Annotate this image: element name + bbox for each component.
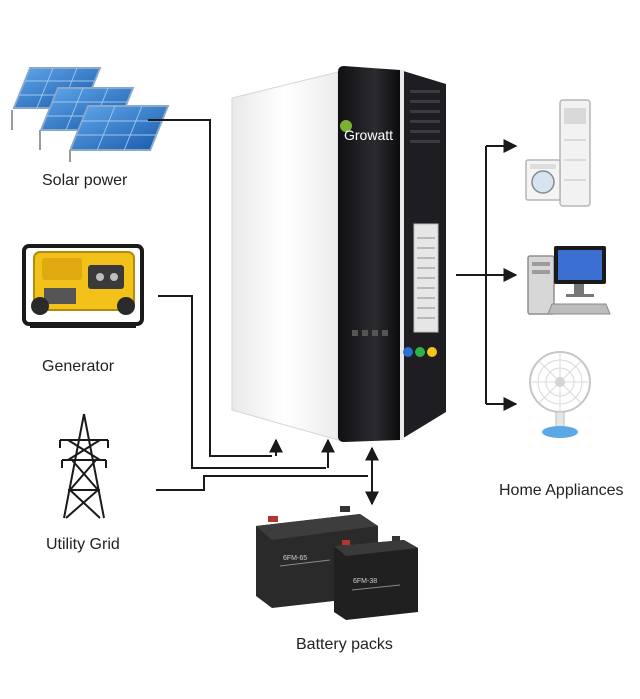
inverter-brand-label: Growatt (344, 127, 393, 143)
solar-panels-icon (11, 67, 170, 162)
source-connectors (148, 119, 368, 491)
battery-large-model: 6FM-65 (283, 555, 307, 562)
computer-icon (527, 246, 611, 315)
washing-machine-icon (525, 159, 561, 201)
battery-small-model: 6FM-38 (353, 578, 377, 585)
output-connectors (456, 146, 487, 404)
home-appliances-label: Home Appliances (499, 482, 624, 499)
generator-icon (22, 244, 144, 328)
battery-pack-small-icon: 6FM-38 (334, 536, 418, 620)
utility-tower-icon (59, 413, 109, 519)
utility-grid-label: Utility Grid (46, 536, 120, 553)
air-conditioner-icon (559, 99, 591, 207)
solar-power-label: Solar power (42, 172, 128, 189)
generator-label: Generator (42, 358, 115, 375)
battery-packs-label: Battery packs (296, 636, 393, 653)
inverter-unit: Growatt (231, 66, 446, 442)
electric-fan-icon (529, 351, 591, 438)
